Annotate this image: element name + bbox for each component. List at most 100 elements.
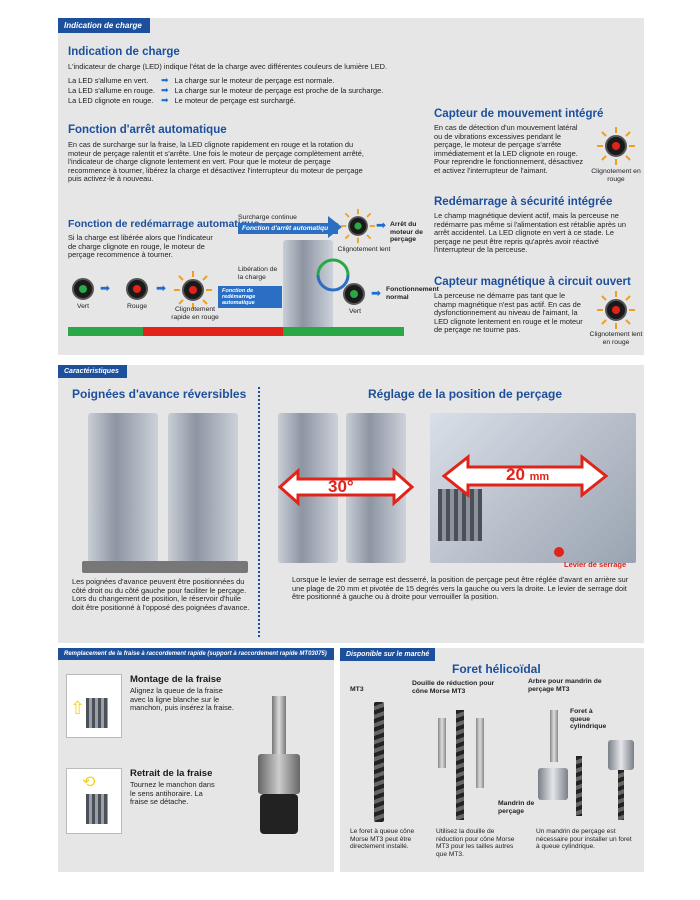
mt3-label: MT3 [350,686,364,693]
douille-image [438,718,446,768]
drill-base [82,561,248,573]
carac-tab: Caractéristiques [58,365,127,378]
charge-row-2: La LED s'allume en rouge. ➡ La charge su… [68,85,383,96]
rotate-icon: ⟲ [82,774,96,791]
douille-drill-image [456,710,464,820]
poign-title: Poignées d'avance réversibles [72,387,247,401]
clign-lent-label: Clignotement lent [337,246,391,253]
montage-text: Alignez la queue de la fraise avec la li… [130,686,234,713]
cyl-drill-image [618,770,624,820]
divider-dots [258,387,260,637]
arbre-label: Arbre pour mandrin de perçage MT3 [528,678,602,693]
foret-cyl-label: Foret à queue cylindrique [570,708,607,731]
led-green-blink-icon [340,208,376,244]
charge-row-1: La LED s'allume en vert. ➡ La charge sur… [68,75,334,86]
arrow-right-icon: ➡ [161,85,169,95]
charge-row-left: La LED s'allume en rouge. [68,86,155,95]
led-red-blink-icon [597,291,635,329]
surcharge-label: Surcharge continue [238,214,297,221]
range-value: 20 mm [506,465,549,485]
arret-title: Fonction d'arrêt automatique [68,124,227,136]
marche-panel: Disponible sur le marché Foret hélicoïda… [340,648,644,872]
reglage-title: Réglage de la position de perçage [368,387,563,401]
douille-sleeve-image [476,718,484,788]
remplacement-panel: Remplacement de la fraise à raccordement… [58,648,334,872]
levier-label: Levier de serrage [564,560,627,569]
charge-row-left: La LED s'allume en vert. [68,76,149,85]
montage-cutter-icon [86,698,108,728]
redem-text: Si la charge est libérée alors que l'ind… [68,233,213,260]
remplacement-tab: Remplacement de la fraise à raccordement… [58,648,334,660]
fonct-normal-label: Fonctionnement normal [386,286,439,301]
mouv-led-label: Clignotement en rouge [591,168,641,183]
retrait-title: Retrait de la fraise [130,768,213,779]
led-clign-label: Clignotement rapide en rouge [171,306,219,321]
cap2-text: Utilisez la douille de réduction pour cô… [436,828,515,858]
arbre-image [550,710,558,762]
circ-text: La perceuse ne démarre pas tant que le c… [434,291,583,335]
drill-left-image [88,413,158,563]
range-unit: mm [529,471,550,483]
drill-right-image [168,413,238,563]
angle-value: 30° [328,477,354,496]
cyl-drill-2-image [576,756,582,816]
poign-text: Les poignées d'avance peuvent être posit… [72,577,250,612]
mandrin-label: Mandrin de perçage [498,800,535,815]
range-arrow-icon [441,453,609,499]
secu-title: Redémarrage à sécurité intégrée [434,196,613,208]
redem-title: Fonction de redémarrage automatique [68,218,260,230]
arret-moteur-label: Arrêt du moteur de perçage [390,221,423,244]
charge-row-3: La LED clignote en rouge. ➡ Le moteur de… [68,95,296,106]
charge-row-right: La charge sur le moteur de perçage est p… [174,86,384,95]
charge-row-right: La charge sur le moteur de perçage est n… [174,76,335,85]
secu-text: Le champ magnétique devient actif, mais … [434,211,627,255]
cap1-text: Le foret à queue cône Morse MT3 peut êtr… [350,828,415,851]
circ-led-label: Clignotement lent en rouge [589,331,643,346]
arrow-right-icon: ➡ [161,75,169,85]
fn-redem-bar: Fonction de redémarrage automatique [218,286,282,308]
marche-tab: Disponible sur le marché [340,648,436,661]
fn-arret-bar: Fonction d'arrêt automatique [238,223,338,234]
montage-title: Montage de la fraise [130,674,222,685]
charge-panel: Indication de charge Indication de charg… [58,18,644,355]
arrow-right-icon: ➡ [371,286,382,300]
tool-cutter [438,489,482,541]
charge-color-bar [68,327,404,336]
vert2-label: Vert [348,308,362,315]
charge-row-left: La LED clignote en rouge. [68,96,154,105]
levier-knob [554,547,564,557]
carac-panel: Caractéristiques Poignées d'avance réver… [58,365,644,643]
arrow-right-icon: ➡ [156,281,167,295]
chuck-right-image [608,740,634,770]
charge-title: Indication de charge [68,46,180,58]
retrait-cutter-icon [86,794,108,824]
led-red-icon [126,278,148,300]
arrow-up-icon: ⇧ [70,698,86,718]
led-rouge-label: Rouge [126,303,148,310]
douille-label: Douille de réduction pour cône Morse MT3 [412,680,495,695]
arrow-right-icon [328,216,342,238]
led-green-icon [343,283,365,305]
mouv-text: En cas de détection d'un mouvement latér… [434,123,584,175]
angle-arrow-icon [277,467,415,507]
led-red-blink-icon [597,127,635,165]
rotation-arrows-icon [316,258,350,292]
arrow-right-icon: ➡ [376,218,387,232]
charge-tab: Indication de charge [58,18,150,33]
quick-holder-image [248,696,310,846]
mt3-drill-image [374,702,384,822]
retrait-text: Tournez le manchon dans le sens antihora… [130,780,215,807]
charge-row-right: Le moteur de perçage est surchargé. [174,96,296,105]
led-red-blink-icon [174,271,212,309]
cap3-text: Un mandrin de perçage est nécessaire pou… [536,828,632,851]
marche-title: Foret hélicoïdal [452,662,541,676]
chuck-image [538,768,568,800]
range-number: 20 [506,465,525,484]
reglage-text: Lorsque le levier de serrage est desserr… [292,575,629,602]
led-green-icon [72,278,94,300]
charge-intro: L'indicateur de charge (LED) indique l'é… [68,62,388,71]
arret-text: En cas de surcharge sur la fraise, la LE… [68,140,364,184]
mouv-title: Capteur de mouvement intégré [434,108,604,120]
led-vert-label: Vert [76,303,90,310]
